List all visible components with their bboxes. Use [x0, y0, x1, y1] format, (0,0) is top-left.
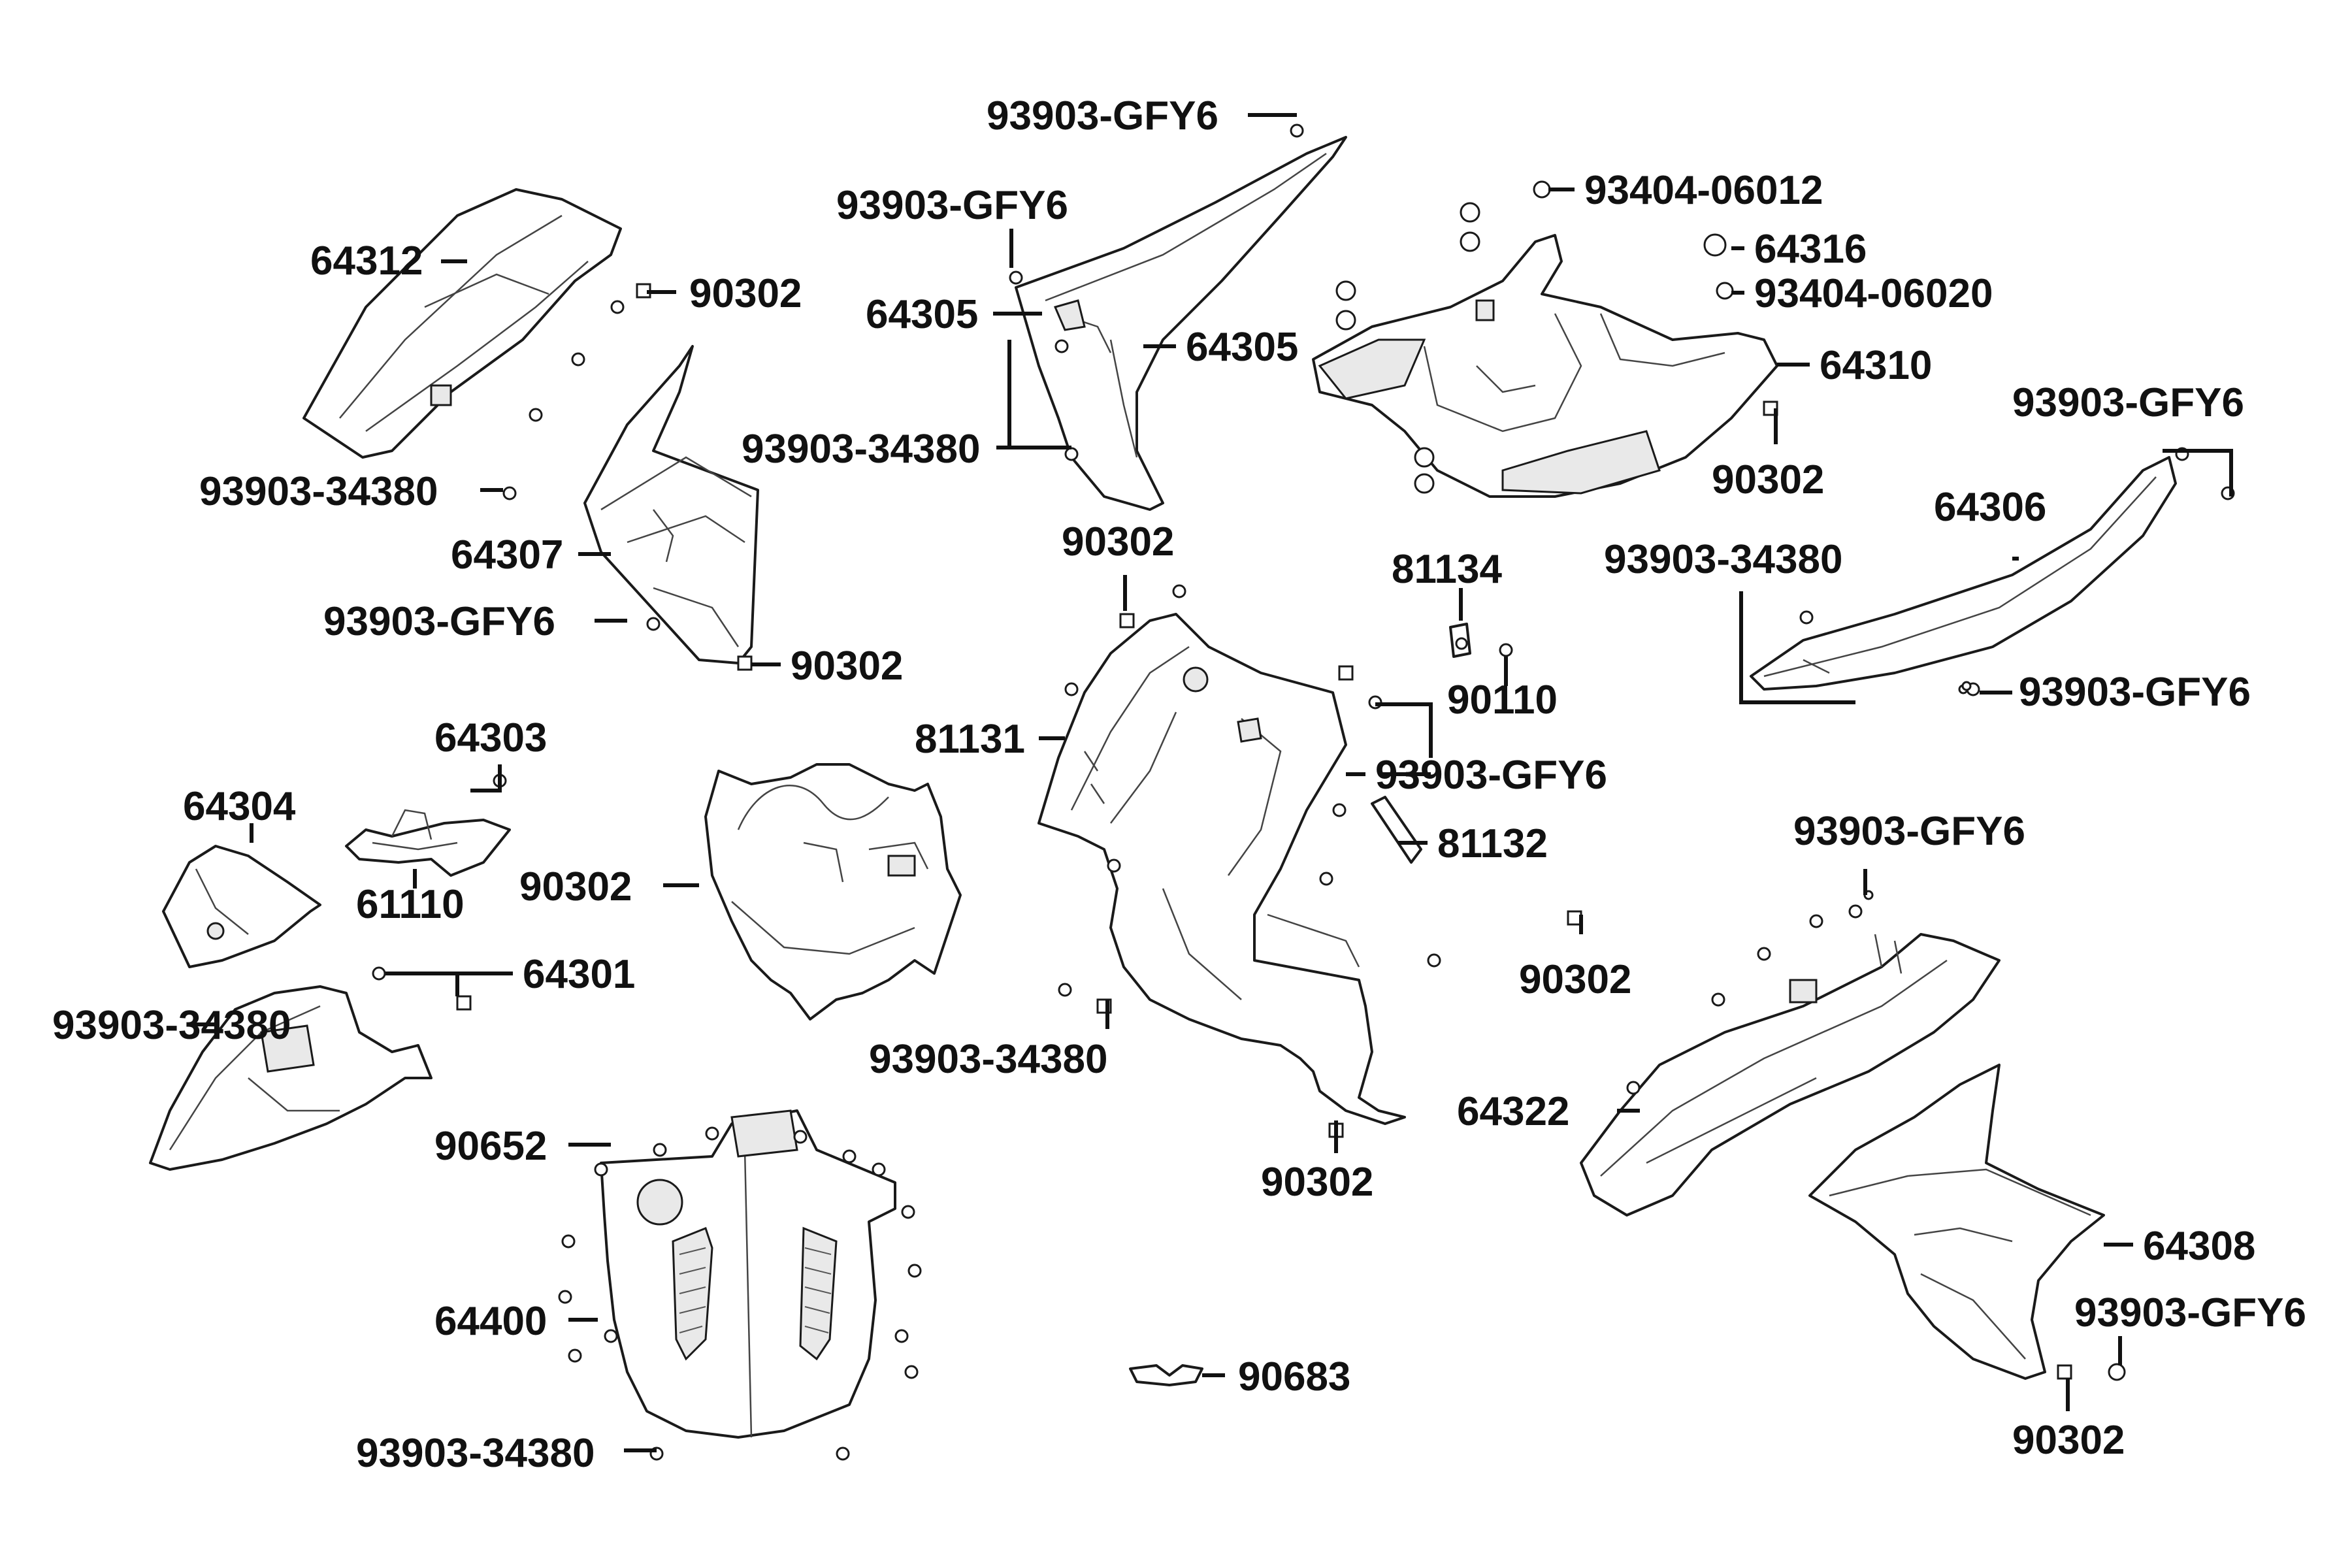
- label-64310: 64310: [1820, 343, 1932, 388]
- label-93903-gfy6-side-panel: 93903-GFY6: [2074, 1290, 2306, 1335]
- label-64306: 64306: [1934, 485, 2046, 530]
- label-93903-34380-bracket: 64303: [434, 715, 547, 760]
- part-64307-front-panel: [583, 345, 759, 664]
- label-64312: 64312: [310, 238, 423, 284]
- label-90302-center-top: 90302: [1062, 519, 1174, 564]
- label-64303: 64304: [183, 784, 296, 829]
- label-90302-center-bottom: 90302: [1261, 1160, 1373, 1205]
- label-90302-side-panel: 90302: [2012, 1418, 2125, 1463]
- part-64312-side-cover: [302, 188, 622, 459]
- under-cover-grille-right: [799, 1226, 838, 1361]
- label-90652: 90652: [434, 1124, 547, 1169]
- leader-lines: [189, 113, 2233, 1452]
- label-90683: 90683: [1238, 1354, 1350, 1399]
- part-81132-grille: [1371, 796, 1422, 864]
- label-93903-34380-rail: 93903-34380: [1604, 537, 1842, 582]
- label-64322: 64322: [1457, 1089, 1569, 1134]
- part-labels: 93903-GFY6 93903-GFY6 64305 64305 93903-…: [52, 93, 2306, 1476]
- label-93404-06012: 93404-06012: [1584, 168, 1823, 213]
- label-90302-upper-left: 90302: [689, 271, 802, 316]
- part-64400-under-cover: [600, 1109, 896, 1439]
- label-93404-06020: 93404-06020: [1754, 271, 1993, 316]
- label-93903-gfy6-rail-top: 93903-GFY6: [2012, 380, 2244, 425]
- part-64301-rear-center: [149, 985, 433, 1171]
- part-64306-rear-rail: [1750, 456, 2177, 691]
- label-64307: 64307: [451, 532, 563, 578]
- label-93903-gfy6-center: 93903-GFY6: [1375, 753, 1607, 798]
- part-64303-cover: [162, 845, 321, 968]
- part-64304-bracket: [345, 809, 511, 877]
- label-90302-right-cover: 90302: [1519, 957, 1631, 1002]
- part-64322-side-cover: [1580, 933, 2001, 1217]
- fasteners: [372, 123, 2235, 1461]
- part-81131-inner-shield: [1037, 613, 1406, 1125]
- part-61110-helmet-box: [704, 763, 962, 1021]
- label-81131: 81131: [915, 717, 1025, 762]
- label-61110: 90302: [519, 864, 632, 909]
- label-93903-gfy6-rail-bottom: 93903-GFY6: [2019, 670, 2251, 715]
- label-64304: 61110: [356, 882, 465, 927]
- label-90302-floor: 90302: [1712, 457, 1824, 502]
- label-90110: 90110: [1447, 678, 1558, 723]
- label-90302-front-panel: 90302: [791, 644, 903, 689]
- label-64305-left: 64305: [866, 292, 978, 337]
- part-64308-side-panel: [1808, 1064, 2105, 1380]
- label-64308: 64308: [2143, 1224, 2255, 1269]
- label-93903-gfy6-right-cover: 93903-GFY6: [1793, 809, 2025, 854]
- label-93903-gfy6-front-panel: 93903-GFY6: [323, 599, 555, 644]
- label-93903-34380-center: 93903-34380: [869, 1037, 1107, 1082]
- part-64310-floor-panel: [1312, 234, 1778, 498]
- part-64305-leg-shield: [1015, 136, 1347, 511]
- label-93903-gfy6-left-shield: 93903-GFY6: [836, 183, 1068, 228]
- label-64400: 64400: [434, 1299, 547, 1344]
- part-81134-clip: [1449, 623, 1471, 658]
- label-64301: 93903-34380: [52, 1003, 291, 1048]
- label-93903-34380-upper-left: 93903-34380: [199, 469, 438, 514]
- part-90683-bracket: [1129, 1364, 1203, 1386]
- label-81132: 81132: [1437, 821, 1548, 866]
- label-93903-34380-shield: 93903-34380: [742, 427, 980, 472]
- under-cover-grille-left: [672, 1227, 713, 1361]
- label-93903-gfy6-top: 93903-GFY6: [987, 93, 1218, 139]
- label-90302-rear-center: 64301: [523, 952, 635, 997]
- label-64316: 64316: [1754, 227, 1867, 272]
- label-81134: 81134: [1392, 547, 1503, 592]
- label-93903-34380-under-cover: 93903-34380: [356, 1431, 595, 1476]
- label-64305-right: 64305: [1186, 325, 1298, 370]
